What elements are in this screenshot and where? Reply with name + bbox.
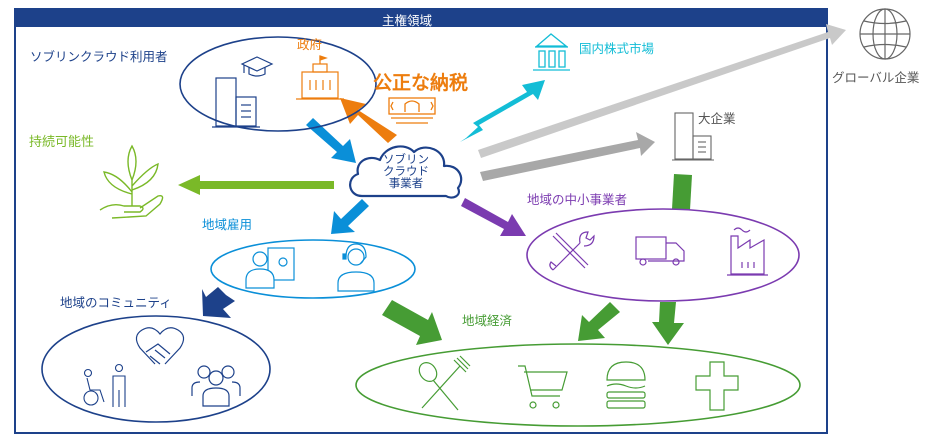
group-icon [191,365,241,407]
arrow-green-employment-to-economy [382,300,442,345]
domain-title: 主権領域 [381,13,432,28]
smb-ellipse [526,208,800,302]
globe-icon [859,8,911,60]
stock-market-label: 国内株式市場 [579,41,655,56]
arrow-blue-cloud-to-employment [331,199,369,234]
community-ellipse [41,315,271,423]
education-cap-icon [240,56,274,77]
worker-settings-icon [245,247,295,289]
delivery-truck-icon [635,236,685,266]
wheelchair-person-icon [83,363,126,407]
government-building-icon [296,55,344,100]
arrow-orange-to-government [340,98,397,143]
arrow-green-large-to-smb [672,174,692,210]
economy-label: 地域経済 [462,313,513,328]
employment-label: 地域雇用 [202,217,253,232]
large-companies-label: 大企業 [698,111,736,126]
users-group-ellipse [179,36,377,132]
arrow-green-smb-to-economy-right [652,302,684,345]
employment-ellipse [210,239,416,299]
sovereign-domain-frame [14,8,828,434]
tools-icon [549,231,595,271]
plant-in-hand-icon [99,144,164,219]
banknote-icon [388,97,436,124]
medical-cross-icon [695,361,739,411]
arrow-blue-users-to-cloud [306,118,356,163]
cloud-label-line-1: ソブリン [383,152,429,166]
shopping-cart-icon [518,365,568,409]
burger-icon [606,361,646,409]
arrow-green-smb-to-economy-left [578,302,620,341]
users-group-label: ソブリンクラウド利用者 [30,49,168,64]
smb-label: 地域の中小事業者 [527,192,628,207]
arrow-gray-light-to-global [478,24,846,158]
government-label: 政府 [297,37,323,52]
restaurant-icon [418,355,471,411]
large-company-building-icon [672,112,714,161]
bank-icon [533,33,570,71]
cloud-provider-label: ソブリン クラウド 事業者 [366,153,446,189]
sovereign-cloud-shape [349,145,463,199]
arrow-cyan-cloud-stock [460,80,545,142]
cloud-label-line-3: 事業者 [388,176,424,190]
economy-ellipse [355,343,801,427]
sustainability-label: 持続可能性 [29,135,95,150]
office-building-icon [212,77,260,128]
arrow-purple-cloud-to-smb [461,198,526,236]
global-companies-label: グローバル企業 [832,70,920,85]
headset-operator-icon [337,243,375,292]
arrow-navy-employment-to-community [202,287,235,318]
tax-label: 公正な納税 [373,72,469,94]
arrow-gray-to-large [480,132,655,181]
cloud-label-line-2: クラウド [383,164,429,178]
factory-icon [727,227,768,276]
handshake-heart-icon [135,327,185,365]
domain-header-bar [14,8,828,27]
community-label: 地域のコミュニティ [60,295,172,310]
arrow-green-to-sustainability [178,175,334,195]
